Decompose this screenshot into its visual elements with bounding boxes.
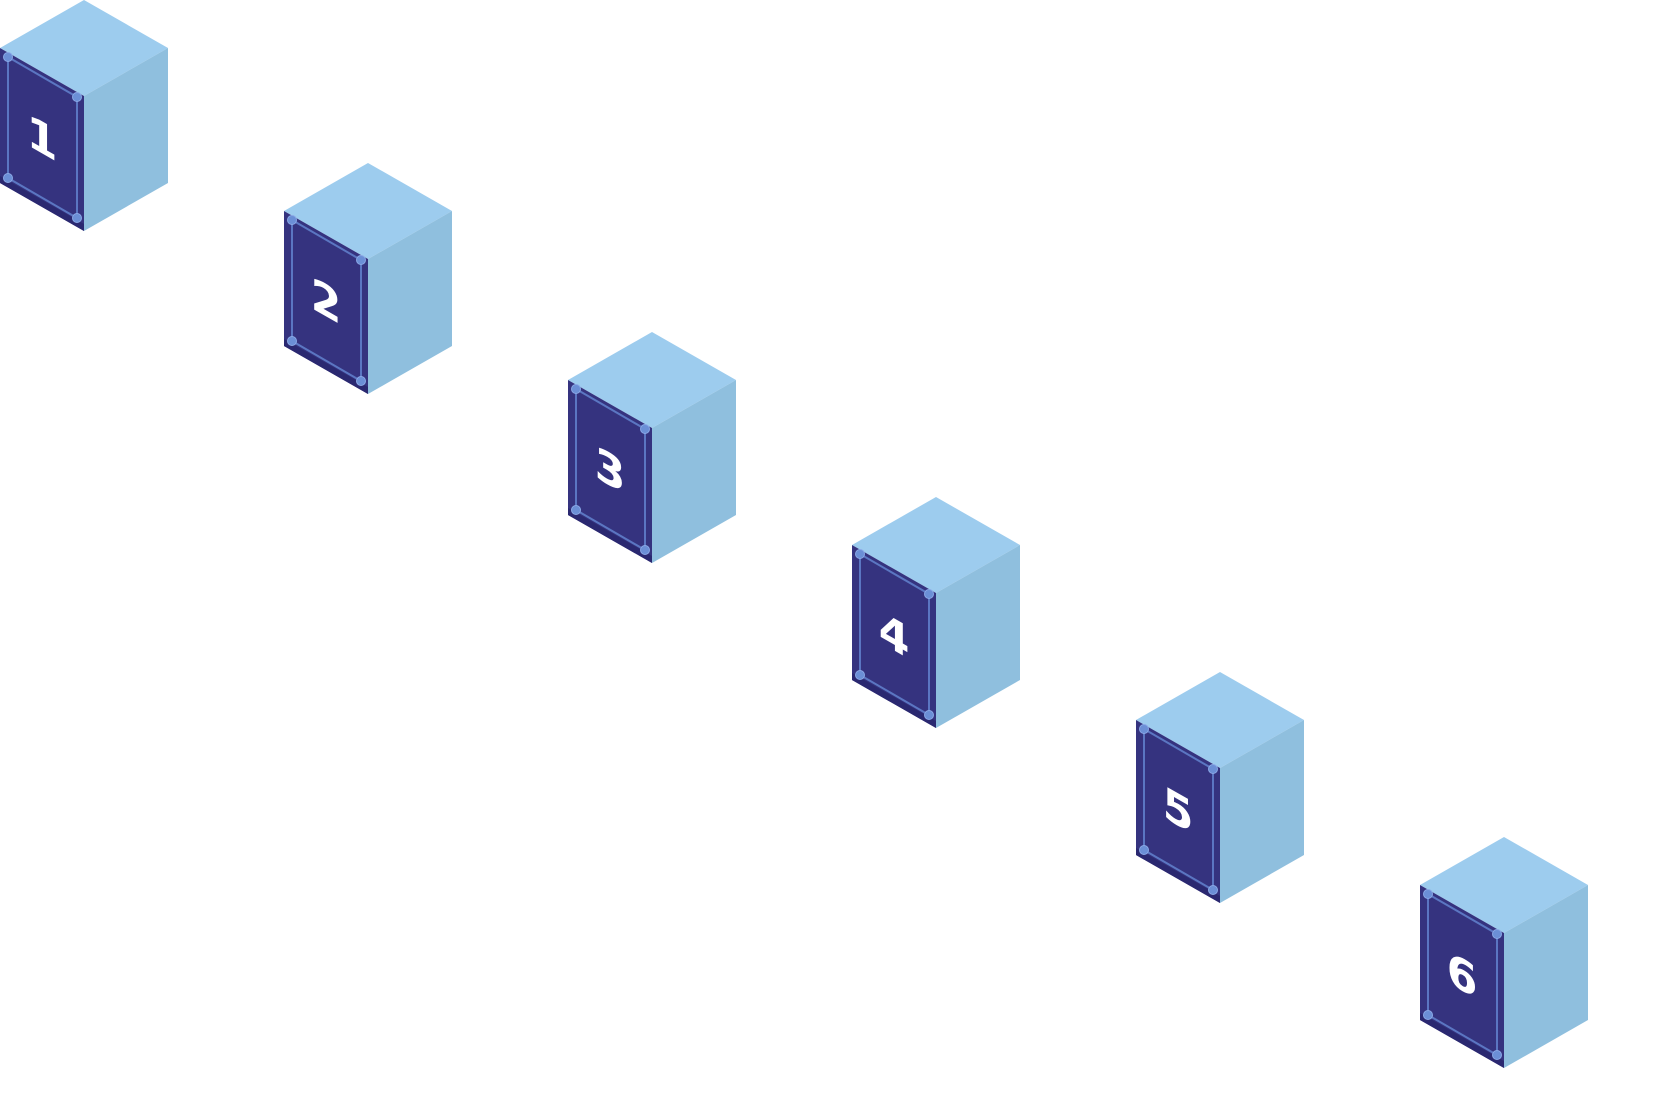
bolt-icon [1493,930,1502,939]
bolt-icon [288,337,297,346]
bolt-icon [641,546,650,555]
bolt-icon [641,425,650,434]
bolt-icon [1209,765,1218,774]
cube-3: 3 [568,332,736,563]
bolt-icon [572,506,581,515]
bolt-icon [1209,886,1218,895]
bolt-icon [1424,890,1433,899]
cube-2: 2 [284,163,452,394]
bolt-icon [4,174,13,183]
bolt-icon [856,550,865,559]
bolt-icon [572,385,581,394]
bolt-icon [73,214,82,223]
bolt-icon [357,256,366,265]
bolt-icon [1140,725,1149,734]
bolt-icon [925,590,934,599]
bolt-icon [925,711,934,720]
bolt-icon [288,216,297,225]
bolt-icon [856,671,865,680]
bolt-icon [4,53,13,62]
bolt-icon [1424,1011,1433,1020]
cube-5: 5 [1136,672,1304,903]
bolt-icon [357,377,366,386]
cube-6: 6 [1420,837,1588,1068]
bolt-icon [73,93,82,102]
cube-4: 4 [852,497,1020,728]
cube-1: 1 [0,0,168,231]
bolt-icon [1493,1051,1502,1060]
bolt-icon [1140,846,1149,855]
